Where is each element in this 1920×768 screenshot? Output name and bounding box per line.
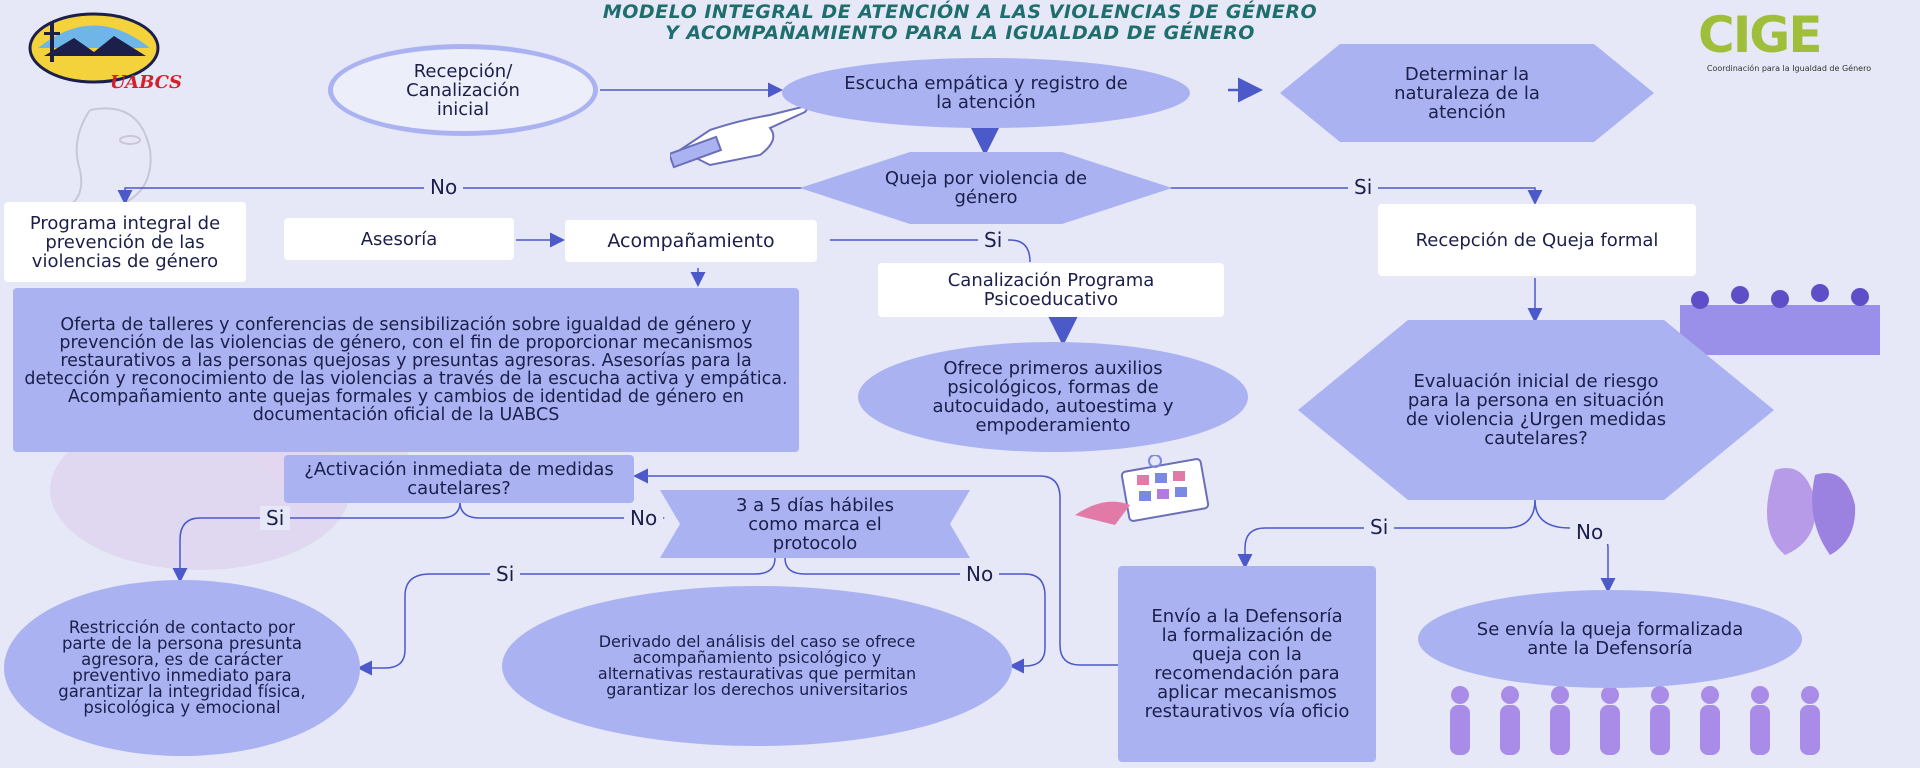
node-canalizacion-psicoeducativo-text: Canalización Programa Psicoeducativo	[947, 270, 1155, 310]
label-si-dias: Si	[490, 562, 521, 586]
node-acompanamiento: Acompañamiento	[565, 220, 817, 262]
node-dias-habiles: 3 a 5 días hábiles como marca el protoco…	[660, 490, 970, 558]
women-profiles-icon	[1767, 468, 1856, 555]
node-oferta-talleres-text: Oferta de talleres y conferencias de sen…	[24, 315, 788, 425]
label-no-dias: No	[960, 562, 1000, 586]
label-no-activacion: No	[624, 506, 664, 530]
node-derivado-analisis: Derivado del análisis del caso se ofrece…	[502, 586, 1012, 746]
protest-crowd-icon	[1680, 284, 1880, 355]
node-evaluacion-riesgo-text: Evaluación inicial de riesgo para la per…	[1405, 371, 1667, 449]
node-queja-violencia: Quejа por violencia de género	[800, 152, 1172, 224]
node-se-envia-queja-text: Se envía la queja formalizada ante la De…	[1476, 619, 1744, 659]
node-canalizacion-psicoeducativo: Canalización Programa Psicoeducativo	[878, 263, 1224, 317]
node-recepcion-queja-formal: Recepción de Queja formal	[1378, 204, 1696, 276]
hand-pointing-icon	[670, 103, 813, 169]
node-restriccion-contacto-text: Restricción de contacto por parte de la …	[58, 618, 306, 717]
node-asesoria: Asesoría	[284, 218, 514, 260]
label-no-evaluacion: No	[1570, 520, 1610, 544]
women-group-icon	[1450, 686, 1820, 755]
node-asesoria-text: Asesoría	[360, 228, 438, 250]
uabcs-logo: UABCS	[14, 8, 194, 98]
cige-logo-subtitle: Coordinación para la Igualdad de Género	[1706, 64, 1872, 73]
node-determinar-naturaleza: Determinar la naturaleza de la atención	[1280, 44, 1654, 142]
node-escucha-empatica-text: Escucha empática y registro de la atenci…	[844, 73, 1128, 113]
node-programa-integral-text: Programa integral de prevención de las v…	[29, 212, 221, 272]
node-ofrece-auxilios: Ofrece primeros auxilios psicológicos, f…	[858, 342, 1248, 452]
title-line-1: MODELO INTEGRAL DE ATENCIÓN A LAS VIOLEN…	[602, 1, 1318, 23]
cige-logo-text: CIGE	[1698, 6, 1822, 64]
node-recepcion-inicial-text: Recepción/ Canalización inicial	[406, 60, 520, 120]
node-activacion-medidas: ¿Activación inmediata de medidas cautela…	[284, 455, 634, 503]
label-no-queja: No	[424, 175, 464, 199]
node-derivado-analisis-text: Derivado del análisis del caso se ofrece…	[597, 632, 917, 699]
node-acompanamiento-text: Acompañamiento	[607, 229, 775, 252]
node-recepcion-queja-formal-text: Recepción de Queja formal	[1415, 229, 1659, 251]
node-se-envia-queja: Se envía la queja formalizada ante la De…	[1418, 590, 1802, 688]
node-dias-habiles-text: 3 a 5 días hábiles como marca el protoco…	[736, 494, 894, 554]
node-determinar-naturaleza-text: Determinar la naturaleza de la atención	[1394, 63, 1540, 123]
label-si-evaluacion: Si	[1364, 515, 1395, 539]
node-activacion-medidas-text: ¿Activación inmediata de medidas cautela…	[304, 459, 614, 499]
node-recepcion-inicial: Recepción/ Canalización inicial	[328, 44, 598, 136]
node-oferta-talleres: Oferta de talleres y conferencias de sen…	[13, 288, 799, 452]
uabcs-logo-text: UABCS	[110, 72, 182, 93]
node-envio-defensoria-text: Envío a la Defensoría la formalización d…	[1144, 606, 1350, 722]
node-queja-violencia-text: Quejа por violencia de género	[884, 168, 1088, 208]
face-drawing-icon	[69, 107, 152, 206]
cige-logo: CIGE Coordinación para la Igualdad de Gé…	[1694, 6, 1894, 86]
title-line-2: Y ACOMPAÑAMIENTO PARA LA IGUALDAD DE GÉN…	[665, 22, 1255, 44]
uabcs-seal-icon	[28, 12, 160, 84]
node-escucha-empatica: Escucha empática y registro de la atenci…	[782, 58, 1190, 128]
node-evaluacion-riesgo: Evaluación inicial de riesgo para la per…	[1298, 320, 1774, 500]
tablet-hands-icon	[1075, 455, 1210, 525]
node-programa-integral: Programa integral de prevención de las v…	[4, 202, 246, 282]
node-envio-defensoria: Envío a la Defensoría la formalización d…	[1118, 566, 1376, 762]
label-si-queja: Si	[1348, 175, 1379, 199]
node-ofrece-auxilios-text: Ofrece primeros auxilios psicológicos, f…	[932, 358, 1174, 436]
diagram-title: MODELO INTEGRAL DE ATENCIÓN A LAS VIOLEN…	[420, 2, 1500, 44]
node-restriccion-contacto: Restricción de contacto por parte de la …	[4, 580, 360, 756]
label-si-acompanamiento: Si	[978, 228, 1009, 252]
label-si-activacion: Si	[260, 506, 291, 530]
